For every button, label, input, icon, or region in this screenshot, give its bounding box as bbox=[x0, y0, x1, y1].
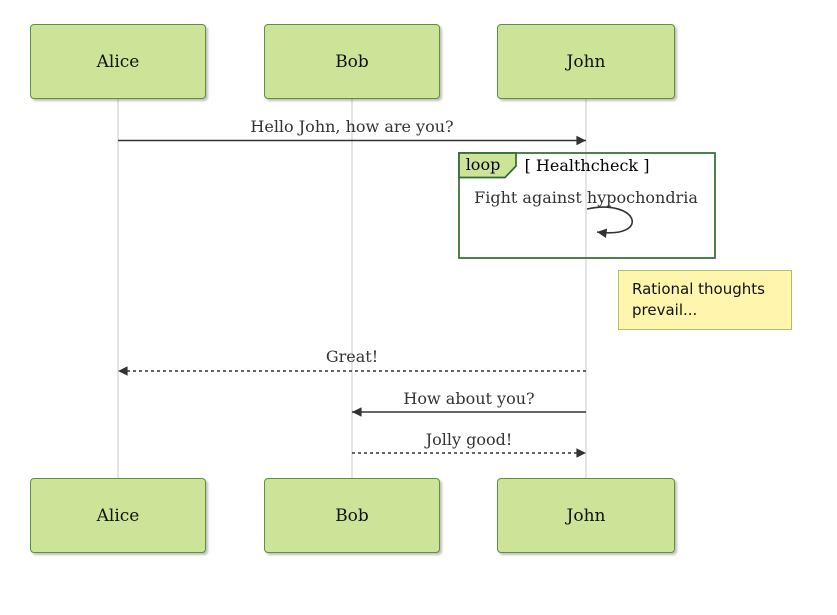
loop-keyword-label: loop bbox=[465, 155, 501, 174]
note-box: Rational thoughts prevail... bbox=[618, 270, 792, 330]
actor-label: John bbox=[566, 51, 606, 72]
actor-label: John bbox=[566, 505, 606, 526]
message-label-great: Great! bbox=[325, 347, 379, 366]
actor-label: Alice bbox=[96, 505, 140, 526]
self-message-arrow bbox=[586, 206, 633, 238]
message-label-fight-hypochondria: Fight against hypochondria bbox=[474, 188, 698, 207]
actor-bottom-alice: Alice bbox=[30, 478, 206, 553]
message-label-hello: Hello John, how are you? bbox=[250, 117, 454, 136]
actor-label: Alice bbox=[96, 51, 140, 72]
message-label-jolly-good: Jolly good! bbox=[425, 430, 513, 449]
actor-top-bob: Bob bbox=[264, 24, 440, 99]
actor-label: Bob bbox=[335, 51, 369, 72]
loop-label-tab bbox=[458, 152, 517, 179]
actor-top-john: John bbox=[497, 24, 675, 99]
actor-top-alice: Alice bbox=[30, 24, 206, 99]
actor-label: Bob bbox=[335, 505, 369, 526]
loop-condition-label: [ Healthcheck ] bbox=[524, 156, 650, 175]
note-line-1: Rational thoughts bbox=[632, 280, 765, 298]
actor-bottom-john: John bbox=[497, 478, 675, 553]
loop-frame bbox=[458, 152, 716, 259]
note-line-2: prevail... bbox=[632, 301, 698, 319]
message-label-how-about-you: How about you? bbox=[403, 389, 535, 408]
actor-bottom-bob: Bob bbox=[264, 478, 440, 553]
